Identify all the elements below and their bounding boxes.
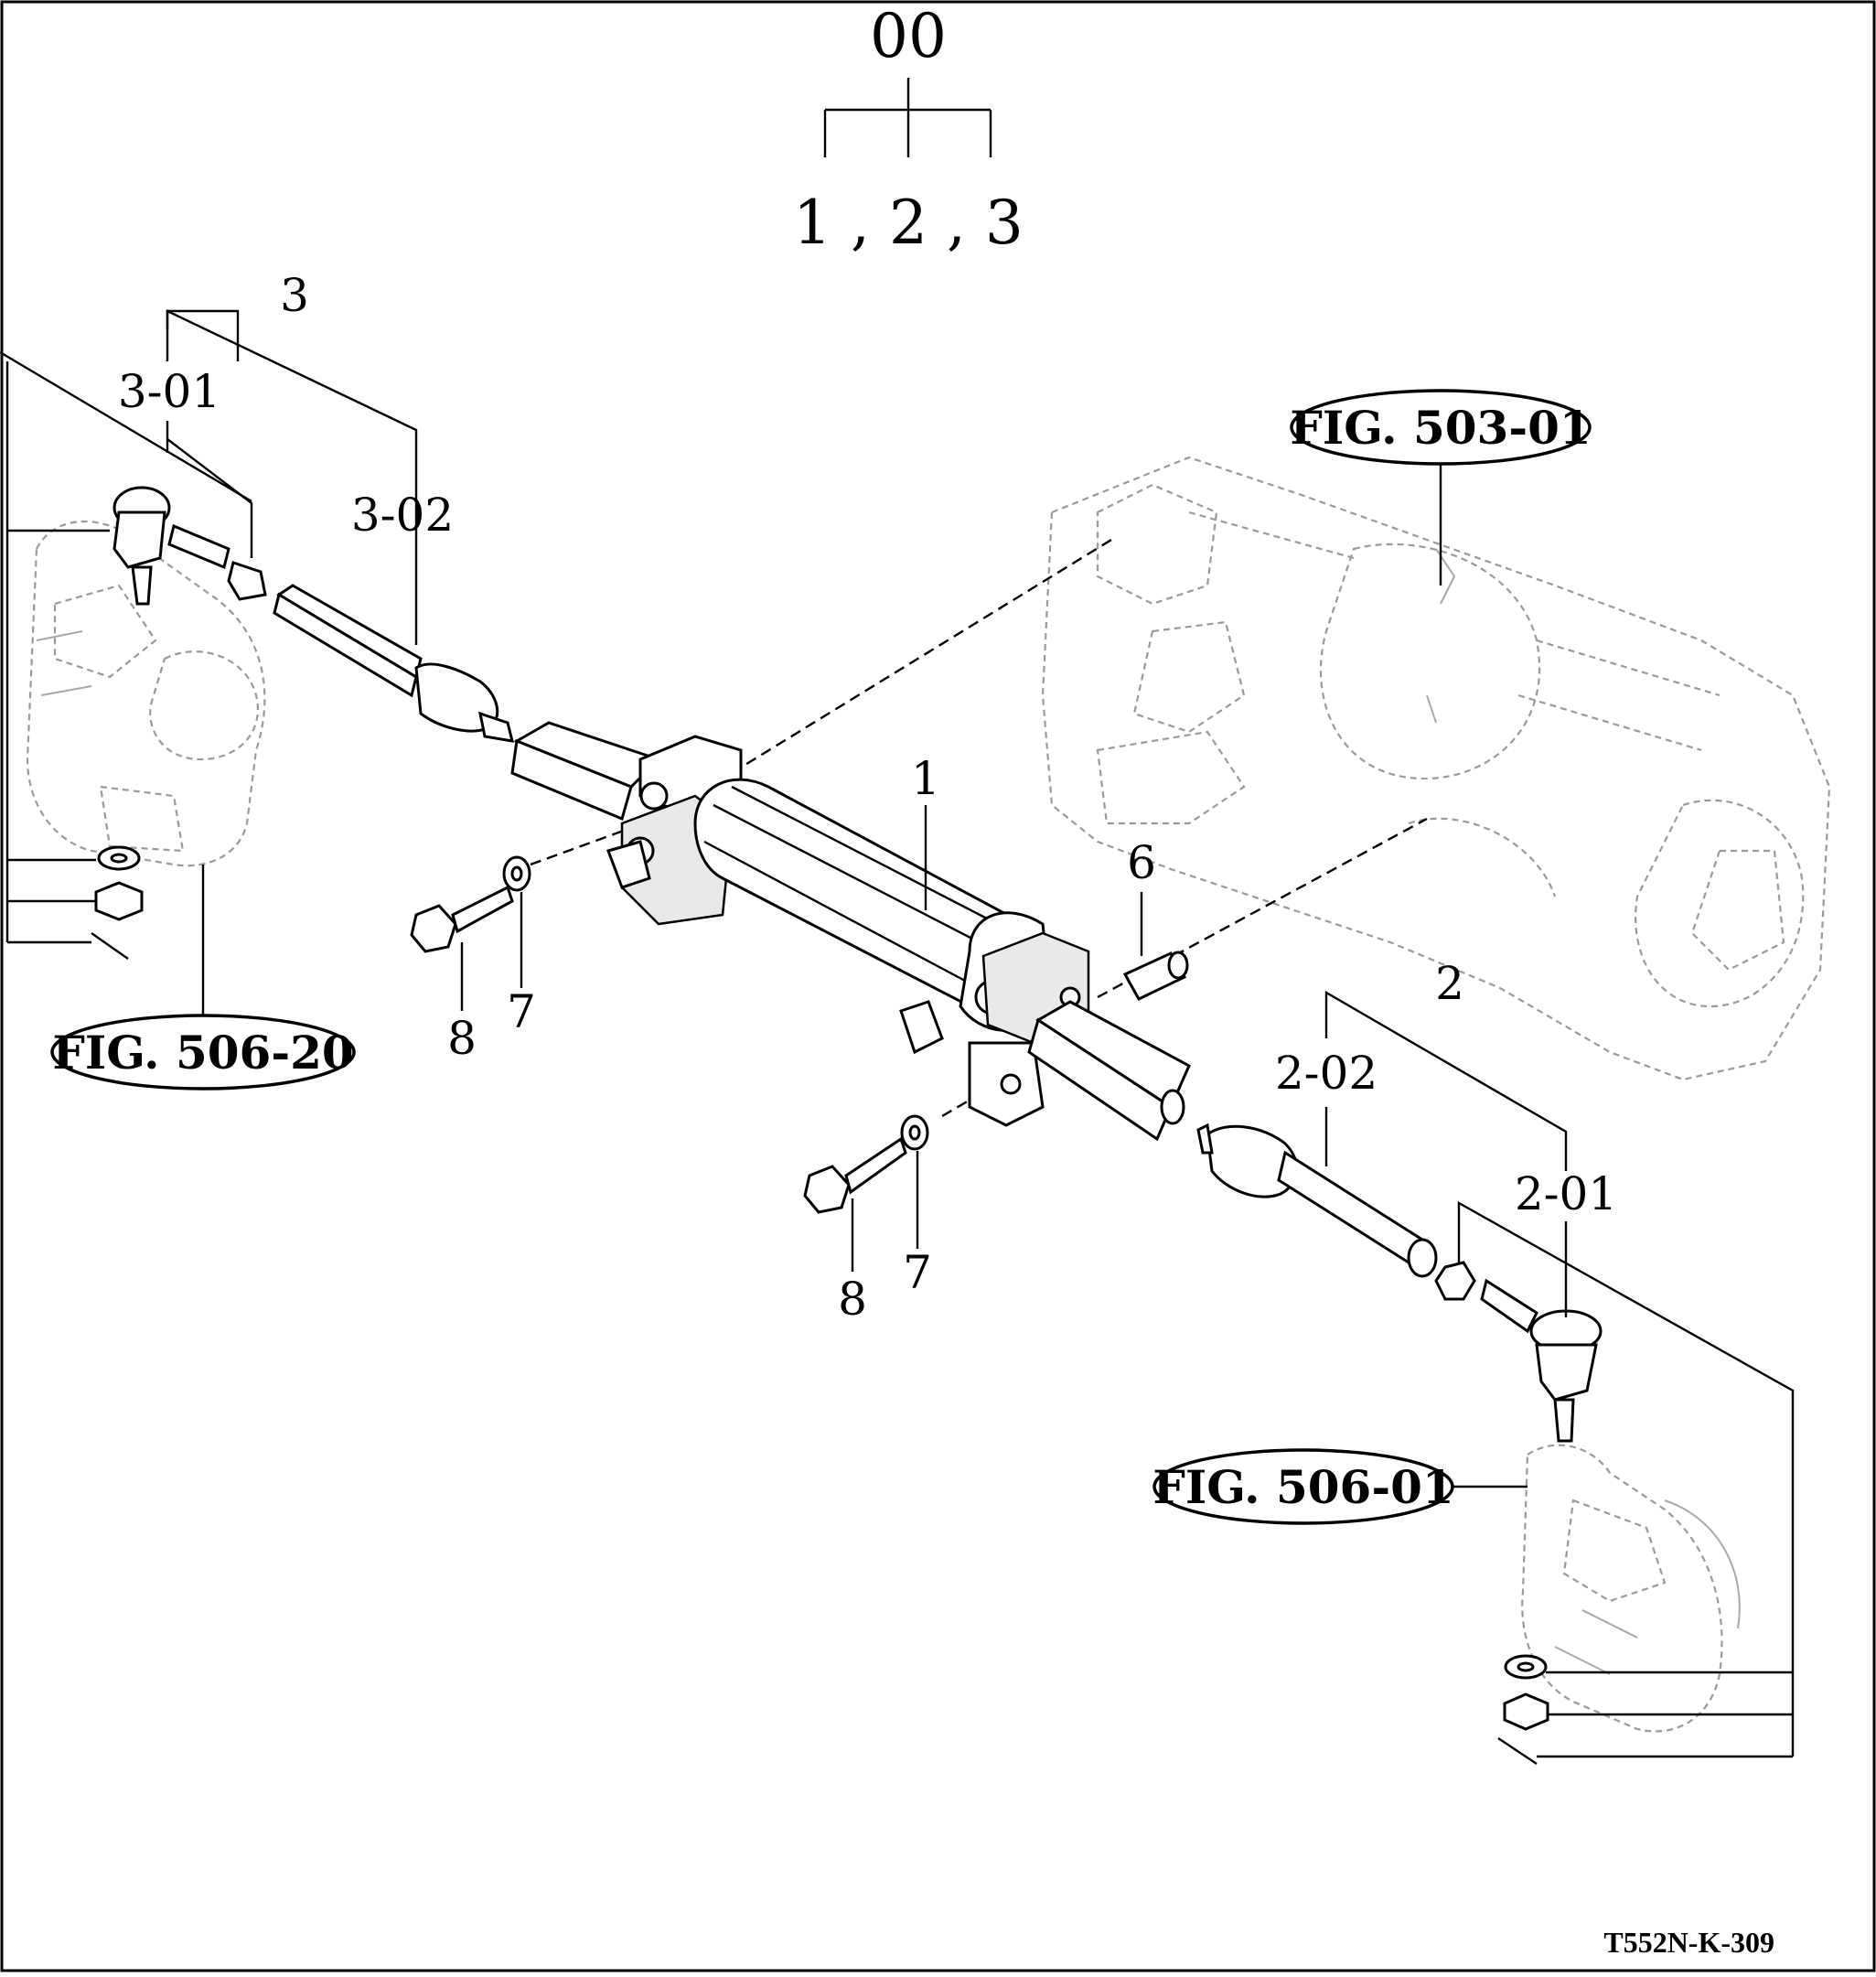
left-castle-nut[interactable] bbox=[94, 881, 144, 921]
pin-6[interactable] bbox=[1122, 951, 1189, 1001]
callout-2-02: 2-02 bbox=[1275, 1047, 1378, 1100]
leaders-2 bbox=[1324, 990, 1795, 1757]
figref-right-knuckle-label: FIG. 506-01 bbox=[1152, 1460, 1453, 1514]
callout-8-upper: 8 bbox=[447, 1012, 477, 1065]
callout-7-lower: 7 bbox=[903, 1246, 932, 1299]
ghost-left-knuckle bbox=[26, 521, 266, 867]
callout-6: 6 bbox=[1127, 836, 1156, 889]
callout-8-lower: 8 bbox=[838, 1273, 867, 1326]
callout-3-02: 3-02 bbox=[351, 489, 454, 542]
figref-left-knuckle[interactable]: FIG. 506-20 bbox=[50, 1014, 356, 1091]
right-castle-nut[interactable] bbox=[1503, 1692, 1549, 1731]
drawing-code: T552N-K-309 bbox=[1603, 1926, 1774, 1959]
left-tie-rod-end-3-01[interactable] bbox=[113, 486, 267, 606]
washer-7-upper[interactable] bbox=[502, 855, 531, 892]
figref-axle[interactable]: FIG. 503-01 bbox=[1290, 389, 1592, 466]
right-cotter-pin[interactable] bbox=[1497, 1737, 1538, 1765]
right-tie-rod-2-02[interactable] bbox=[1196, 1123, 1438, 1278]
callout-3-01: 3-01 bbox=[118, 365, 220, 418]
right-hardware-bracket bbox=[1537, 1671, 1793, 1758]
washer-7-lower[interactable] bbox=[900, 1114, 929, 1151]
figref-right-knuckle[interactable]: FIG. 506-01 bbox=[1152, 1448, 1454, 1525]
figref-left-knuckle-label: FIG. 506-20 bbox=[52, 1026, 353, 1080]
ghost-axle-housing bbox=[1041, 456, 1831, 1081]
left-washer[interactable] bbox=[97, 845, 141, 871]
left-tie-rod-3-02[interactable] bbox=[273, 584, 515, 743]
callout-7-upper: 7 bbox=[507, 985, 536, 1038]
steering-cylinder[interactable] bbox=[510, 721, 1191, 1142]
leaders-3 bbox=[0, 309, 418, 645]
figref-axle-label: FIG. 503-01 bbox=[1290, 401, 1591, 455]
assembly-members-label: 1 , 2 , 3 bbox=[793, 188, 1024, 258]
ghost-right-knuckle bbox=[1521, 1444, 1741, 1733]
left-hardware-bracket bbox=[5, 361, 110, 944]
callout-1: 1 bbox=[911, 752, 940, 805]
left-cotter-pin[interactable] bbox=[91, 932, 129, 960]
right-washer[interactable] bbox=[1504, 1654, 1548, 1680]
assembly-label: 00 bbox=[870, 1, 947, 71]
assembly-bracket bbox=[823, 78, 992, 157]
bolt-8-lower[interactable] bbox=[803, 1136, 907, 1214]
callout-2: 2 bbox=[1435, 957, 1464, 1010]
bolt-8-upper[interactable] bbox=[410, 885, 514, 953]
callout-3: 3 bbox=[280, 269, 309, 322]
right-tie-rod-end-2-01[interactable] bbox=[1434, 1261, 1603, 1443]
callout-2-01: 2-01 bbox=[1515, 1167, 1617, 1220]
